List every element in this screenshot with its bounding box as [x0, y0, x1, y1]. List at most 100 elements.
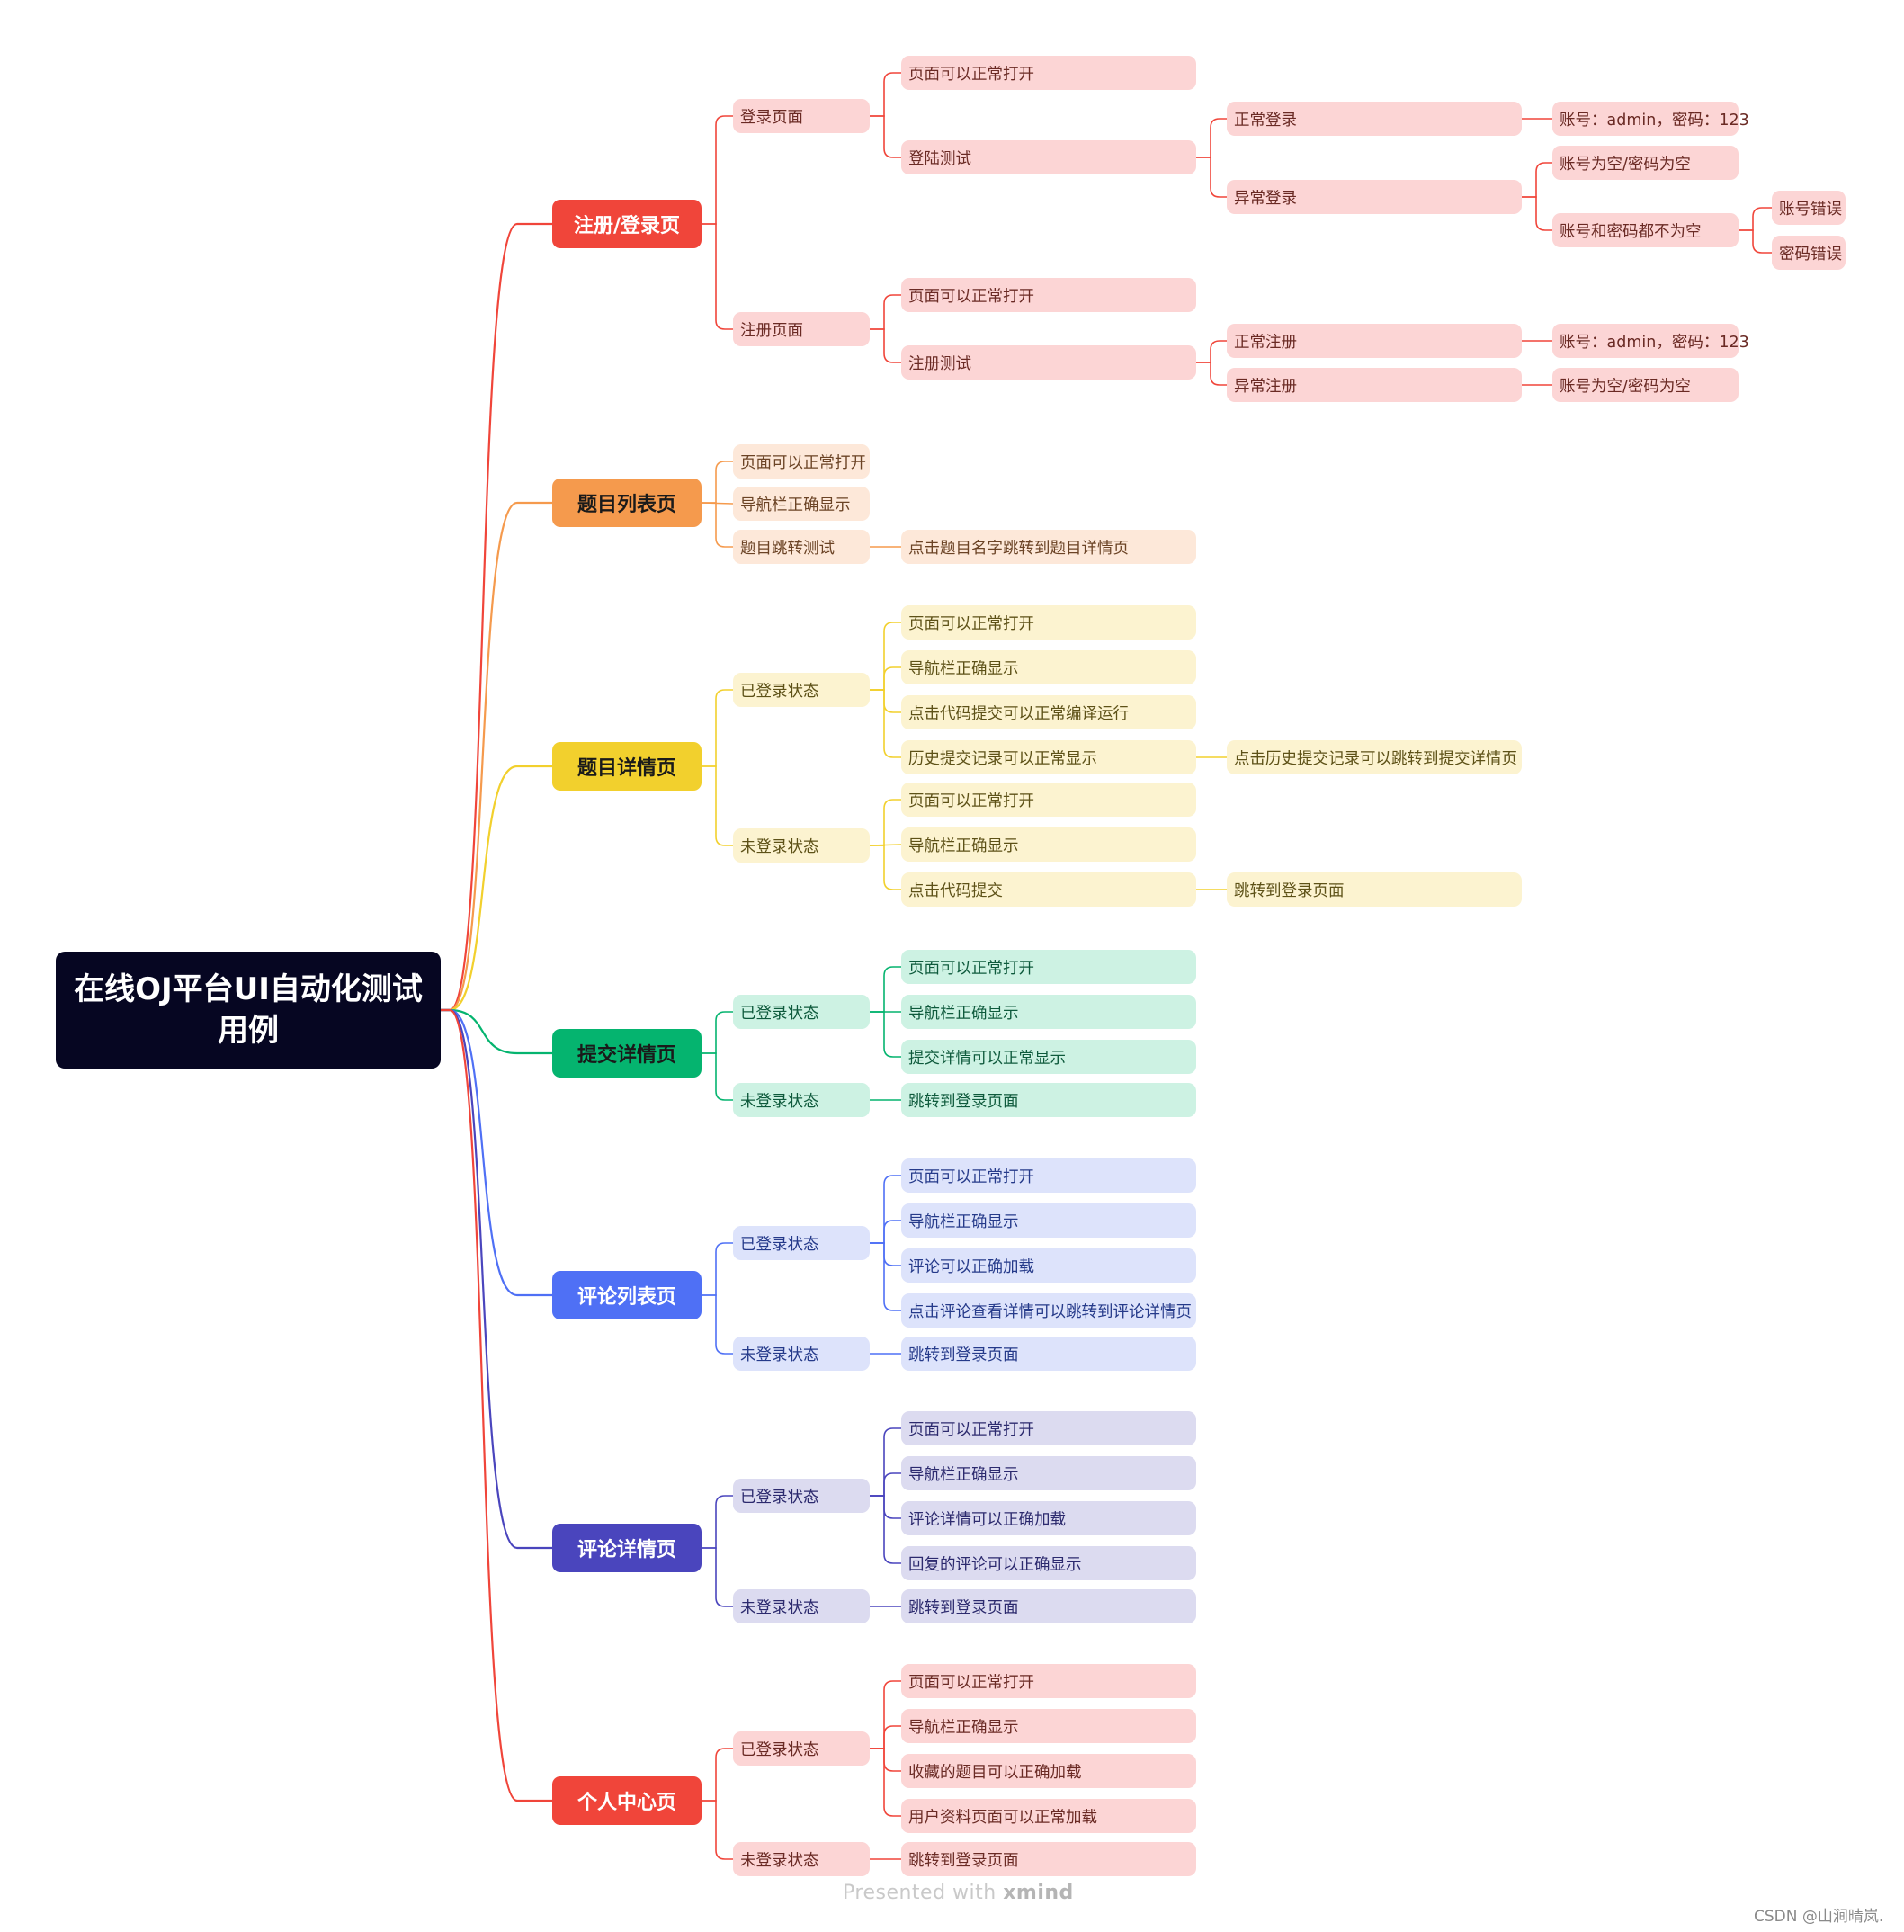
topic-page-opens[interactable]: 页面可以正常打开 [901, 1411, 1196, 1445]
topic-account-wrong[interactable]: 账号错误 [1772, 191, 1846, 225]
topic-nav-correct[interactable]: 导航栏正确显示 [901, 827, 1196, 862]
topic-both-not-empty[interactable]: 账号和密码都不为空 [1552, 213, 1739, 247]
topic-page-opens[interactable]: 页面可以正常打开 [901, 278, 1196, 312]
topic-click-comment-detail[interactable]: 点击评论查看详情可以跳转到评论详情页 [901, 1293, 1196, 1328]
topic-connector [870, 1495, 901, 1519]
branch-problem-list-page[interactable]: 题目列表页 [552, 479, 702, 527]
csdn-credit: CSDN @山涧晴岚. [1754, 1908, 1884, 1926]
branch-submission-detail-page[interactable]: 提交详情页 [552, 1029, 702, 1078]
topic-click-code-submit[interactable]: 点击代码提交 [901, 872, 1196, 907]
topic-profile-load[interactable]: 用户资料页面可以正常加载 [901, 1799, 1196, 1833]
topic-abnormal-login[interactable]: 异常登录 [1227, 180, 1522, 214]
topic-jump-to-login[interactable]: 跳转到登录页面 [901, 1589, 1196, 1623]
topic-nav-correct[interactable]: 导航栏正确显示 [901, 1456, 1196, 1490]
topic-connector [1739, 229, 1772, 254]
topic-logged-out[interactable]: 未登录状态 [733, 1589, 870, 1623]
topic-click-history-jump[interactable]: 点击历史提交记录可以跳转到提交详情页 [1227, 740, 1522, 774]
topic-logged-in[interactable]: 已登录状态 [733, 995, 870, 1029]
topic-nav-correct[interactable]: 导航栏正确显示 [901, 650, 1196, 684]
topic-logged-in[interactable]: 已登录状态 [733, 673, 870, 707]
topic-connector [702, 765, 733, 846]
topic-page-opens[interactable]: 页面可以正常打开 [901, 605, 1196, 640]
branch-connector [441, 1008, 552, 1297]
topic-jump-to-login[interactable]: 跳转到登录页面 [901, 1337, 1196, 1371]
topic-connector [702, 1748, 733, 1802]
topic-favorites-load[interactable]: 收藏的题目可以正确加载 [901, 1754, 1196, 1788]
branch-profile-page[interactable]: 个人中心页 [552, 1776, 702, 1825]
topic-empty-account-or-pwd[interactable]: 账号为空/密码为空 [1552, 368, 1739, 402]
topic-connector [1739, 207, 1772, 231]
topic-connector [702, 502, 733, 548]
topic-page-opens[interactable]: 页面可以正常打开 [901, 950, 1196, 984]
topic-history-shows[interactable]: 历史提交记录可以正常显示 [901, 740, 1196, 774]
branch-register-login-page[interactable]: 注册/登录页 [552, 200, 702, 248]
topic-jump-to-login[interactable]: 跳转到登录页面 [901, 1083, 1196, 1117]
topic-register-test[interactable]: 注册测试 [901, 345, 1196, 380]
topic-connector [1522, 196, 1552, 231]
topic-comment-detail-load[interactable]: 评论详情可以正确加载 [901, 1501, 1196, 1535]
topic-account-admin[interactable]: 账号：admin，密码：123 [1552, 102, 1749, 136]
topic-login-test[interactable]: 登陆测试 [901, 140, 1196, 174]
topic-page-opens[interactable]: 页面可以正常打开 [901, 1664, 1196, 1698]
topic-connector [870, 622, 901, 691]
topic-nav-correct[interactable]: 导航栏正确显示 [733, 487, 870, 521]
topic-nav-correct[interactable]: 导航栏正确显示 [901, 1203, 1196, 1238]
topic-connector [702, 689, 733, 767]
branch-connector [441, 765, 552, 1012]
topic-logged-out[interactable]: 未登录状态 [733, 828, 870, 863]
topic-logged-out[interactable]: 未登录状态 [733, 1337, 870, 1371]
topic-click-problem-name[interactable]: 点击题目名字跳转到题目详情页 [901, 530, 1196, 564]
topic-abnormal-register[interactable]: 异常注册 [1227, 368, 1522, 402]
topic-normal-register[interactable]: 正常注册 [1227, 324, 1522, 358]
topic-logged-in[interactable]: 已登录状态 [733, 1731, 870, 1766]
topic-normal-login[interactable]: 正常登录 [1227, 102, 1522, 136]
topic-connector [870, 666, 901, 691]
topic-connector [870, 1242, 901, 1311]
root-topic[interactable]: 在线OJ平台UI自动化测试用例 [56, 952, 441, 1069]
topic-connector [702, 1800, 733, 1860]
branch-comment-list-page[interactable]: 评论列表页 [552, 1271, 702, 1319]
topic-jump-to-login[interactable]: 跳转到登录页面 [901, 1842, 1196, 1876]
topic-connector [870, 966, 901, 1013]
topic-register-page[interactable]: 注册页面 [733, 312, 870, 346]
topic-replies-show[interactable]: 回复的评论可以正确显示 [901, 1546, 1196, 1580]
topic-connector [702, 1294, 733, 1355]
topic-logged-out[interactable]: 未登录状态 [733, 1842, 870, 1876]
topic-logged-in[interactable]: 已登录状态 [733, 1226, 870, 1260]
topic-page-opens[interactable]: 页面可以正常打开 [901, 1158, 1196, 1193]
branch-connector [441, 1008, 552, 1055]
topic-page-opens[interactable]: 页面可以正常打开 [733, 444, 870, 479]
topic-connector [870, 1220, 901, 1244]
topic-connector [870, 1472, 901, 1497]
topic-logged-in[interactable]: 已登录状态 [733, 1479, 870, 1513]
topic-connector [702, 1011, 733, 1054]
topic-page-opens[interactable]: 页面可以正常打开 [901, 783, 1196, 817]
topic-login-page[interactable]: 登录页面 [733, 99, 870, 133]
topic-connector [702, 1052, 733, 1101]
topic-connector [870, 1748, 901, 1772]
topic-page-opens[interactable]: 页面可以正常打开 [901, 56, 1196, 90]
topic-connector [702, 115, 733, 225]
branch-problem-detail-page[interactable]: 题目详情页 [552, 742, 702, 791]
topic-connector [870, 294, 901, 330]
topic-submit-detail-shows[interactable]: 提交详情可以正常显示 [901, 1040, 1196, 1074]
topic-problem-jump-test[interactable]: 题目跳转测试 [733, 530, 870, 564]
topic-logged-out[interactable]: 未登录状态 [733, 1083, 870, 1117]
topic-password-wrong[interactable]: 密码错误 [1772, 236, 1846, 270]
topic-jump-to-login[interactable]: 跳转到登录页面 [1227, 872, 1522, 907]
topic-code-submit-compile[interactable]: 点击代码提交可以正常编译运行 [901, 695, 1196, 729]
topic-connector [870, 115, 901, 158]
topic-comments-load[interactable]: 评论可以正确加载 [901, 1248, 1196, 1283]
topic-nav-correct[interactable]: 导航栏正确显示 [901, 1709, 1196, 1743]
topic-connector [870, 328, 901, 363]
branch-comment-detail-page[interactable]: 评论详情页 [552, 1524, 702, 1572]
topic-account-admin[interactable]: 账号：admin，密码：123 [1552, 324, 1749, 358]
topic-connector [870, 1175, 901, 1244]
topic-connector [870, 1725, 901, 1749]
topic-empty-account-or-pwd[interactable]: 账号为空/密码为空 [1552, 146, 1739, 180]
topic-connector [1196, 118, 1227, 158]
topic-connector [1196, 157, 1227, 198]
topic-connector [870, 689, 901, 713]
topic-nav-correct[interactable]: 导航栏正确显示 [901, 995, 1196, 1029]
